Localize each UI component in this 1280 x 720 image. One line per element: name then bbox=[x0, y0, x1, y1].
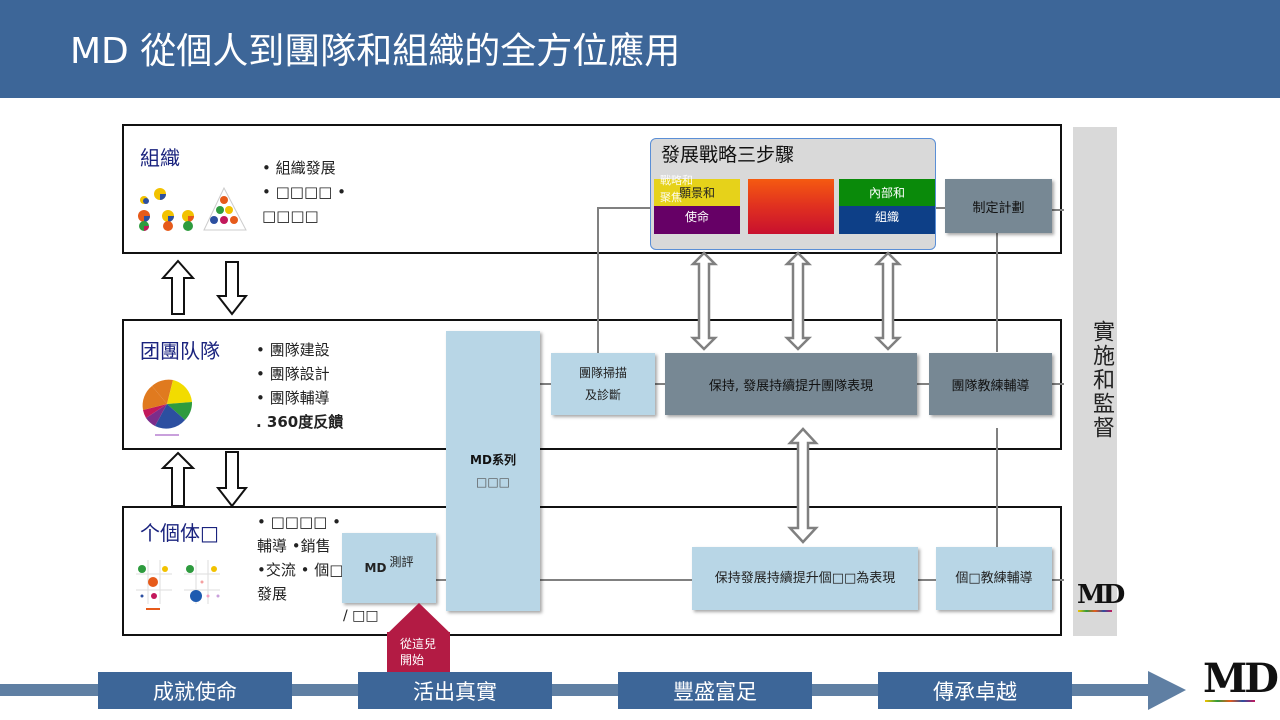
team-coaching-box: 團隊教練輔導 bbox=[929, 353, 1052, 415]
bullet-item: •交流 • 個□ bbox=[257, 561, 344, 579]
level-arrows-team-individual bbox=[160, 451, 249, 508]
organization-title: 組織 bbox=[140, 146, 180, 170]
team-scan-box: 團隊掃描 及診斷 bbox=[551, 353, 655, 415]
team-scan-line1: 團隊掃描 bbox=[578, 366, 627, 380]
md-assessment-sub: / □□ bbox=[343, 608, 379, 624]
md-assessment-label: 測評 bbox=[389, 555, 414, 569]
connector-line bbox=[655, 383, 667, 385]
connector-line bbox=[1052, 209, 1064, 211]
strategy-step-3-bottom: 組織 bbox=[839, 206, 935, 234]
pyramid-chart-icon bbox=[203, 186, 247, 231]
team-bullets: • 團隊建設 • 團隊設計 • 團隊輔導 . 360度反饋 bbox=[256, 338, 343, 434]
connector-line bbox=[996, 232, 998, 352]
individual-grid-charts-image bbox=[136, 560, 220, 610]
team-individual-arrow bbox=[787, 427, 819, 544]
connector-line bbox=[996, 428, 998, 548]
mini-pie-charts-icon bbox=[138, 188, 194, 231]
bullet-item: 發展 bbox=[257, 585, 288, 603]
bullet-item: . 360度反饋 bbox=[256, 413, 344, 431]
organization-charts-image bbox=[138, 186, 247, 231]
md-series-sub: □□□ bbox=[475, 475, 510, 489]
stage-abundance: 豐盛富足 bbox=[618, 672, 812, 709]
start-line1: 從這兒 bbox=[400, 637, 437, 651]
double-arrow-icon bbox=[690, 251, 719, 351]
bullet-item: • 組織發展 bbox=[262, 159, 336, 177]
individual-performance-box: 保持發展持續提升個□□為表現 bbox=[692, 547, 918, 610]
team-performance-box: 保持, 發展持續提升團隊表現 bbox=[665, 353, 917, 415]
down-arrow-icon bbox=[215, 451, 249, 508]
double-arrow-icon bbox=[787, 427, 819, 544]
start-arrow-icon bbox=[388, 603, 450, 634]
double-arrow-icon bbox=[873, 251, 903, 351]
strategy-overlay-text: 戰略和聚焦 bbox=[660, 174, 693, 204]
level-arrows-org-team bbox=[160, 259, 249, 316]
page-title: MD 從個人到團隊和組織的全方位應用 bbox=[70, 31, 681, 72]
md-series-box: MD系列 □□□ bbox=[446, 331, 540, 611]
md-assessment-box: MD 測評 bbox=[342, 533, 436, 603]
logo-underline bbox=[1205, 700, 1255, 702]
connector-line bbox=[597, 207, 599, 353]
organization-bullets: • 組織發展 • □□□□ • □□□□ bbox=[262, 156, 346, 228]
implementation-sidebar bbox=[1073, 127, 1117, 636]
logo-underline bbox=[1078, 610, 1112, 612]
connector-line bbox=[918, 579, 936, 581]
strategy-title: 發展戰略三步驟 bbox=[661, 144, 795, 166]
md-logo-small: MD bbox=[1077, 580, 1125, 610]
up-arrow-icon bbox=[160, 259, 196, 315]
connector-line bbox=[1052, 383, 1064, 385]
strategy-step-1-bottom: 使命 bbox=[654, 206, 740, 234]
strategy-step-2 bbox=[748, 179, 834, 234]
start-line2: 開始 bbox=[400, 653, 425, 667]
start-here-button[interactable]: 從這兒 開始 bbox=[387, 632, 450, 676]
connector-line bbox=[917, 383, 929, 385]
bullet-item: • 團隊輔導 bbox=[256, 389, 330, 407]
bullet-item: □□□□ bbox=[262, 207, 319, 225]
bullet-item: • 團隊設計 bbox=[256, 365, 330, 383]
stage-fulfill-mission: 成就使命 bbox=[98, 672, 292, 709]
connector-line bbox=[540, 383, 552, 385]
stage-live-authentic: 活出真實 bbox=[358, 672, 552, 709]
team-pie-chart-image bbox=[142, 379, 193, 436]
timeline-arrowhead-icon bbox=[1148, 671, 1186, 710]
connector-line bbox=[934, 207, 946, 209]
md-logo: MD bbox=[1203, 655, 1279, 702]
bullet-item: • □□□□ • bbox=[262, 183, 346, 201]
implementation-label: 實施和監督 bbox=[1089, 320, 1114, 440]
connector-line bbox=[1052, 579, 1064, 581]
bullet-item: • □□□□ • bbox=[257, 513, 341, 531]
individual-coaching-box: 個□教練輔導 bbox=[936, 547, 1052, 610]
bullet-item: • 團隊建設 bbox=[256, 341, 330, 359]
md-assessment-md: MD bbox=[364, 561, 387, 575]
connector-line bbox=[540, 579, 692, 581]
stage-legacy-excellence: 傳承卓越 bbox=[878, 672, 1072, 709]
team-scan-line2: 及診斷 bbox=[584, 388, 621, 402]
connector-line bbox=[436, 579, 448, 581]
individual-title: 个個体□ bbox=[140, 521, 219, 545]
up-arrow-icon bbox=[160, 451, 196, 507]
double-arrow-icon bbox=[783, 251, 813, 351]
strategy-step-3-top: 內部和 bbox=[839, 179, 935, 206]
strategy-team-arrows bbox=[690, 251, 903, 351]
team-title: 团團队隊 bbox=[140, 339, 220, 363]
title-bar bbox=[0, 0, 1280, 98]
make-plan-box: 制定計劃 bbox=[945, 179, 1052, 233]
down-arrow-icon bbox=[215, 261, 249, 316]
bullet-item: 輔導 •銷售 bbox=[257, 537, 331, 555]
strategy-step-1-top: 願景和 bbox=[654, 179, 740, 206]
individual-bullets: • □□□□ • 輔導 •銷售 •交流 • 個□ 發展 bbox=[257, 510, 343, 606]
md-series-label: MD系列 bbox=[470, 453, 516, 467]
connector-line bbox=[598, 207, 650, 209]
